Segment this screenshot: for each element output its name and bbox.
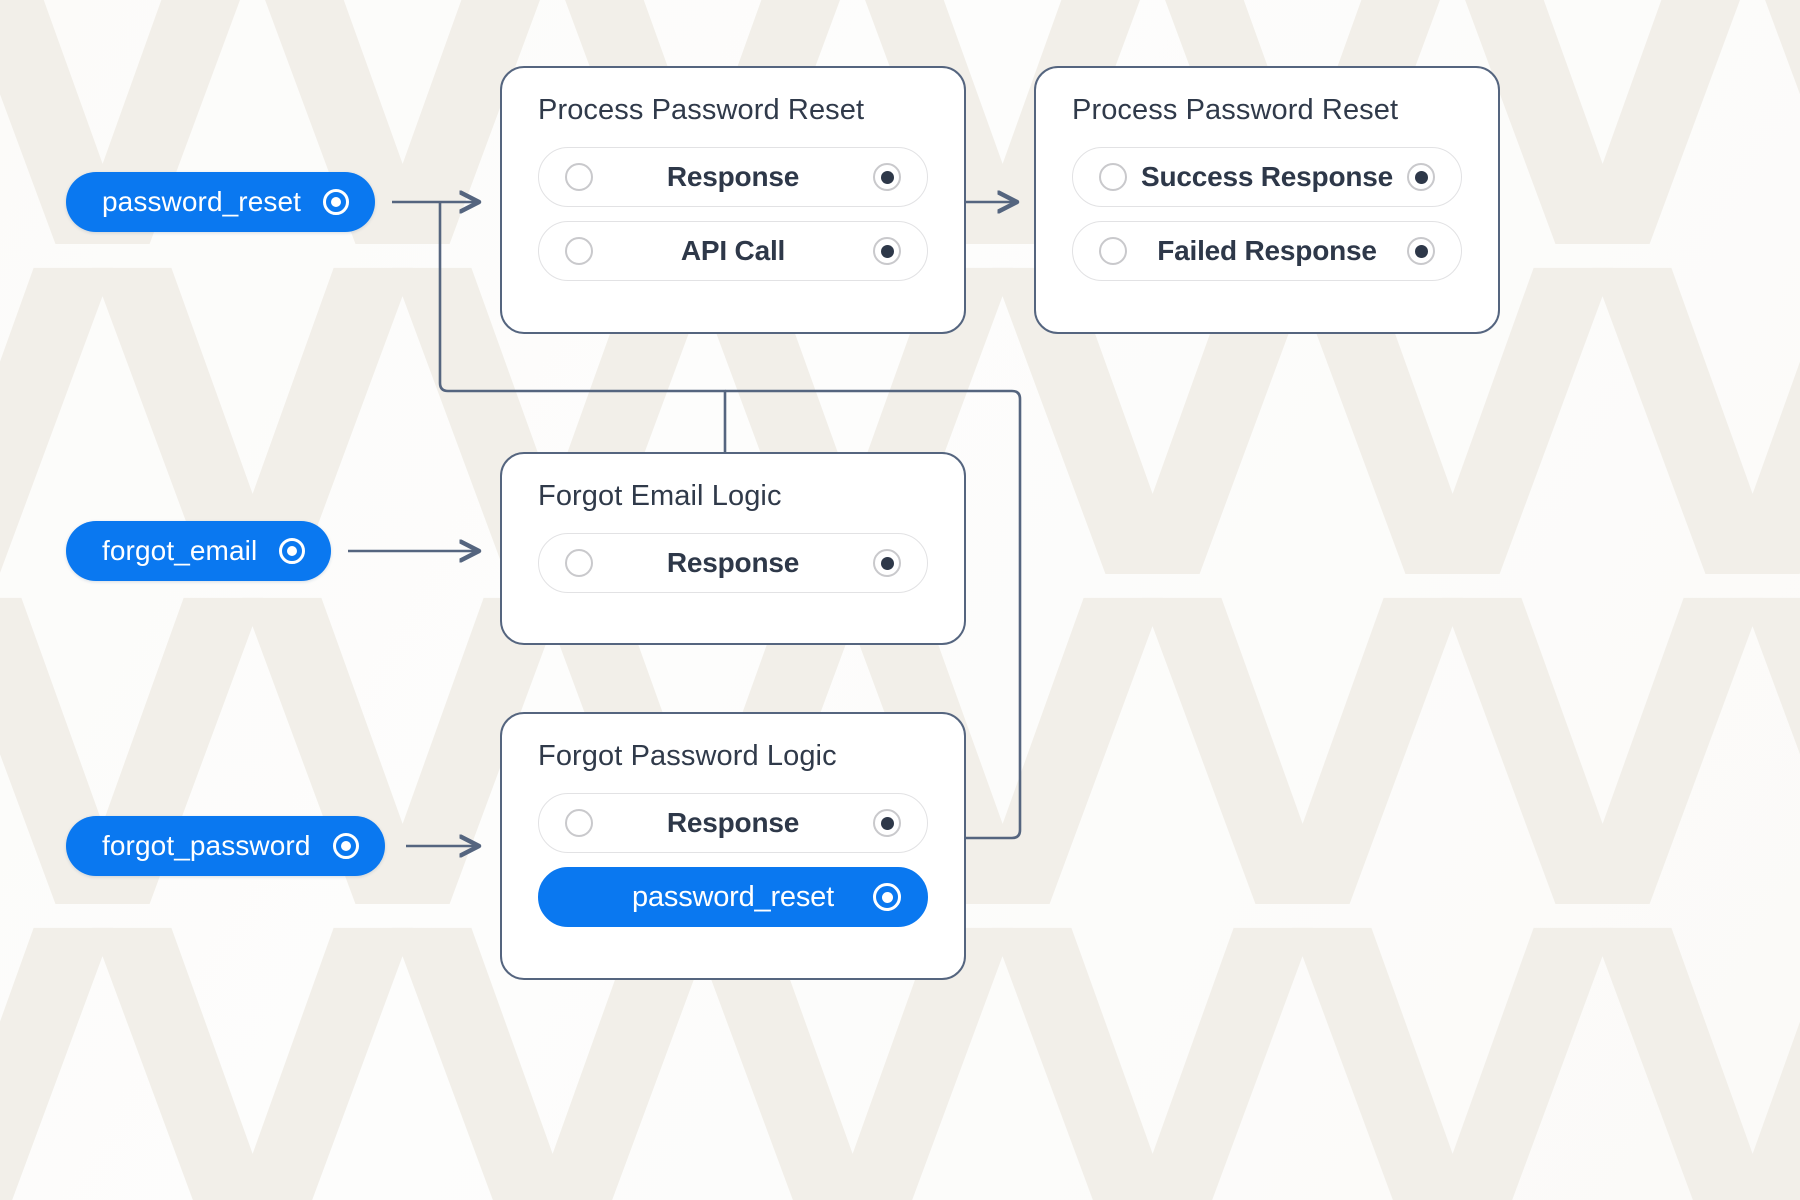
trigger-pill-password-reset[interactable]: password_reset [66,172,376,232]
row-label: Response [666,161,800,192]
row-label: Response [666,807,800,838]
card-row-response[interactable]: Response [538,147,928,207]
card-row-success-response[interactable]: Success Response [1072,147,1462,207]
watermark-letter: V [1290,845,1616,1200]
card-title: Forgot Password Logic [538,740,837,772]
radio-empty-icon [1099,237,1127,265]
watermark-letter: V [90,845,416,1200]
radio-filled-icon [873,809,901,837]
watermark-letter: V [0,515,266,1004]
row-label: password_reset [632,880,834,913]
card-title: Process Password Reset [538,94,865,126]
trigger-label: forgot_password [102,830,311,861]
trigger-pill-forgot-password[interactable]: forgot_password [66,816,385,876]
radio-selected-icon [332,833,359,859]
card-process-password-reset-1[interactable]: Process Password Reset Response API Call [500,66,966,334]
radio-selected-icon [323,189,350,215]
radio-empty-icon [565,549,593,577]
card-forgot-password-logic[interactable]: Forgot Password Logic Response password_… [500,712,966,980]
row-label: Failed Response [1157,235,1377,266]
radio-empty-icon [1099,163,1127,191]
watermark-letter: V [1590,845,1800,1200]
watermark-letter: V [1590,185,1800,674]
radio-empty-icon [565,809,593,837]
card-row-failed-response[interactable]: Failed Response [1072,221,1462,281]
radio-filled-icon [873,237,901,265]
trigger-pill-forgot-email[interactable]: forgot_email [66,521,332,581]
card-row-response[interactable]: Response [538,793,928,853]
trigger-label: forgot_email [102,535,258,566]
card-process-password-reset-2[interactable]: Process Password Reset Success Response … [1034,66,1500,334]
card-forgot-email-logic[interactable]: Forgot Email Logic Response [500,452,966,645]
card-row-api-call[interactable]: API Call [538,221,928,281]
radio-filled-icon [1407,163,1435,191]
watermark-letter: V [1140,515,1466,1004]
card-row-password-reset[interactable]: password_reset [538,867,928,927]
radio-empty-icon [565,163,593,191]
radio-selected-icon [279,538,306,564]
watermark-letter: V [990,845,1316,1200]
watermark-letter: V [1440,515,1766,1004]
row-label: API Call [680,235,786,266]
row-label: Success Response [1140,161,1394,192]
card-title: Process Password Reset [1072,94,1399,126]
radio-filled-icon [873,163,901,191]
card-title: Forgot Email Logic [538,480,782,512]
radio-filled-icon [1407,237,1435,265]
card-row-response[interactable]: Response [538,533,928,593]
radio-selected-icon [873,883,901,911]
watermark-letter: V [1740,550,1800,970]
watermark-letter: V [0,0,265,310]
radio-filled-icon [873,549,901,577]
row-label: Response [666,547,800,578]
trigger-label: password_reset [102,186,302,217]
watermark-letter: V [0,880,115,1200]
radio-empty-icon [565,237,593,265]
watermark-letter: V [1740,0,1800,310]
